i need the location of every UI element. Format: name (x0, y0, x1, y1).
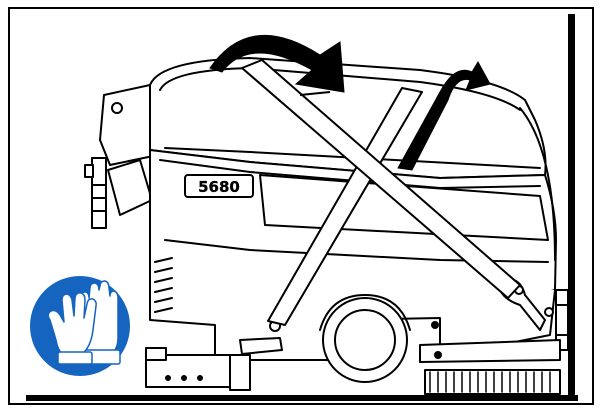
model-badge-text: 5680 (198, 178, 240, 196)
scrub-deck (420, 340, 560, 362)
safety-sign-gloves (30, 276, 130, 376)
wall-line (568, 14, 575, 401)
rear-bracket (92, 158, 106, 228)
floor-line (26, 395, 578, 401)
